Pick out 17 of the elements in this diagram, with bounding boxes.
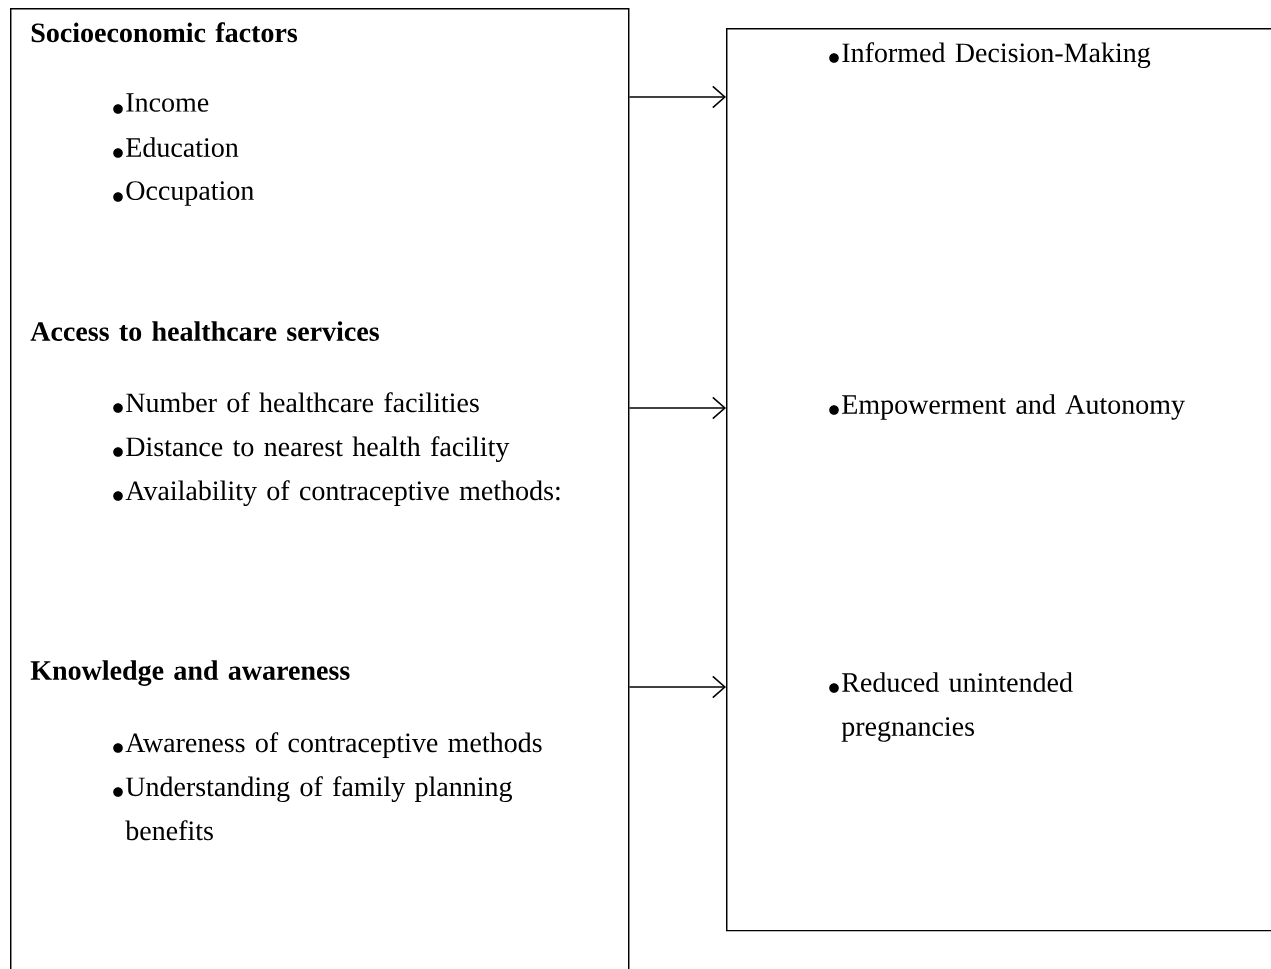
list-item: Income <box>126 93 209 112</box>
list-item: Awareness of contraceptive methods <box>125 732 542 758</box>
heading: Access to healthcare services <box>30 321 379 341</box>
list-item: Understanding of family planning benefits <box>125 776 512 841</box>
arrow <box>628 85 726 109</box>
list-item: Informed Decision-Making <box>842 42 1151 68</box>
arrow <box>628 396 726 420</box>
list-item: Distance to nearest health facility <box>126 436 510 462</box>
list-item: Reduced unintended pregnancies <box>841 672 1073 742</box>
list-item: Number of healthcare facilities <box>126 392 479 413</box>
heading: Socioeconomic factors <box>31 22 298 43</box>
arrow <box>628 675 726 699</box>
list-item: Occupation <box>126 181 254 206</box>
list-item: Education <box>126 137 239 157</box>
heading: Knowledge and awareness <box>30 660 350 686</box>
list-item: Availability of contraceptive methods: <box>125 480 560 506</box>
list-item: Empowerment and Autonomy <box>842 394 1185 420</box>
